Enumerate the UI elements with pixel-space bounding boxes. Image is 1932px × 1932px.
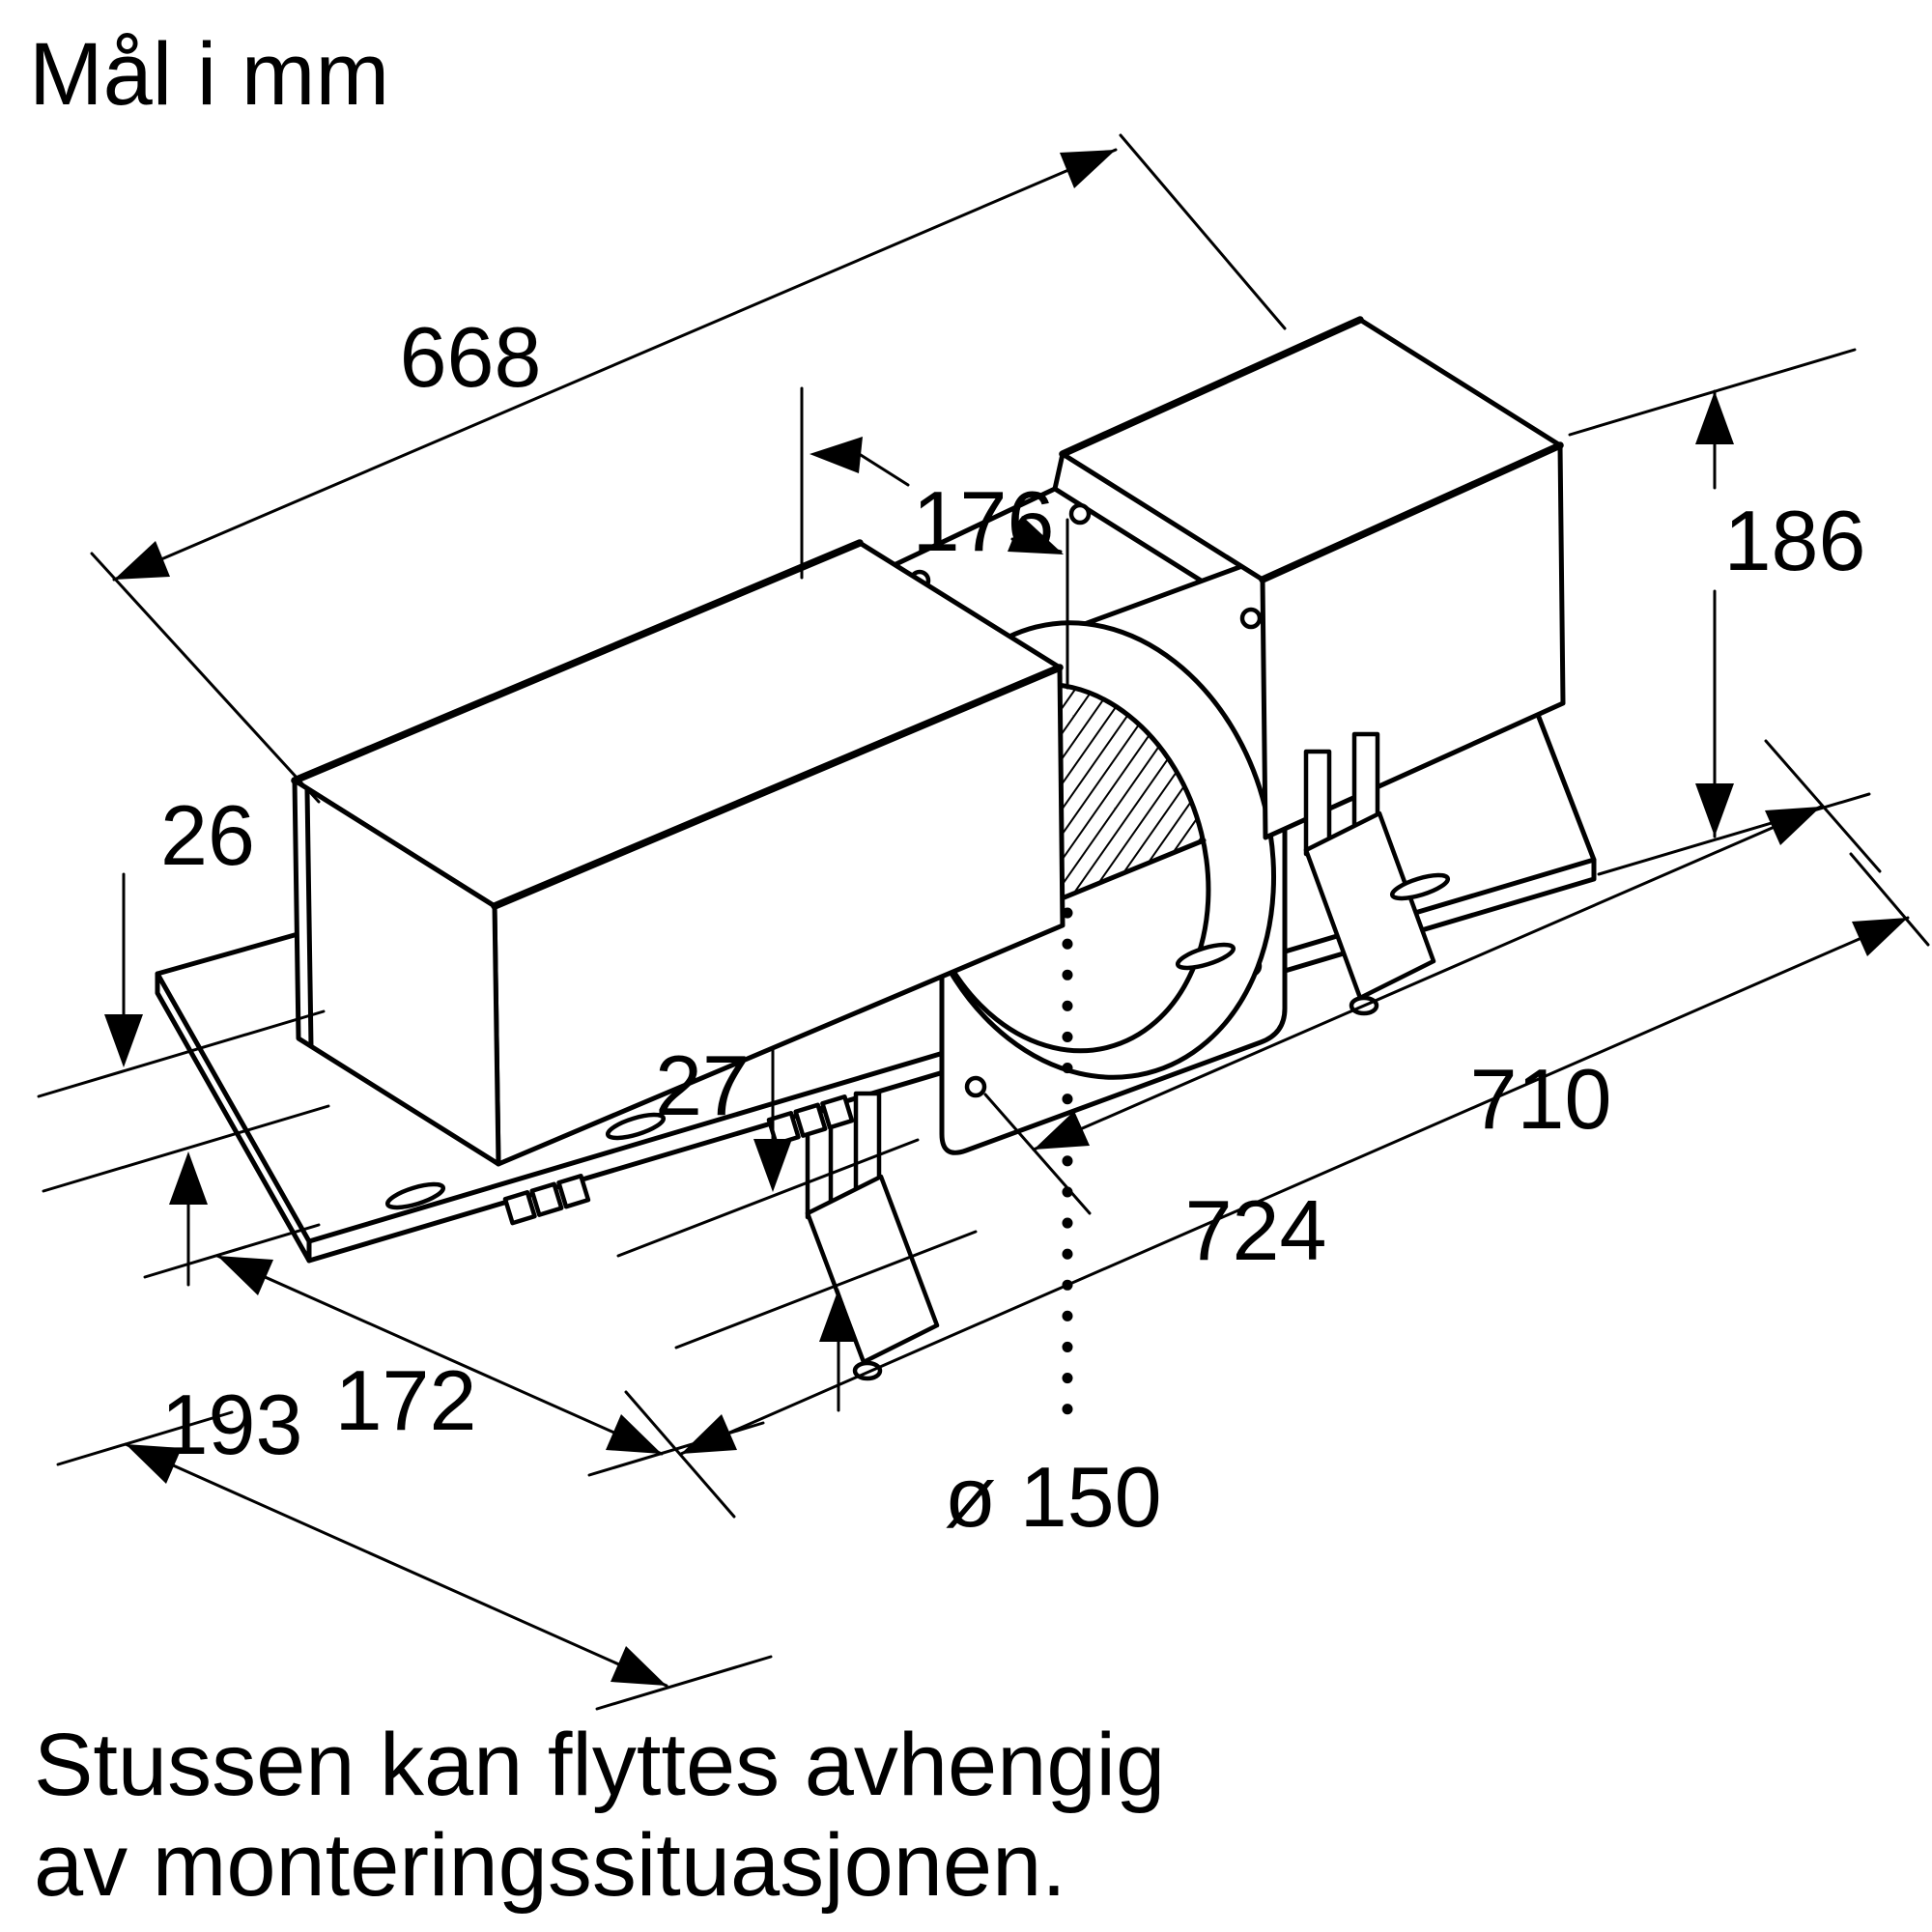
arrowhead <box>217 1256 273 1295</box>
right-box-front-top-edge <box>1259 441 1564 583</box>
left-box-front-top-edge <box>491 664 1064 910</box>
dimension-668: 668 <box>90 133 1287 804</box>
arrowhead <box>819 1289 858 1342</box>
dimension-176: 176 <box>800 386 1069 690</box>
extension-line <box>674 1230 978 1350</box>
extension-line <box>143 1223 321 1279</box>
arrowhead <box>753 1139 792 1192</box>
arrowhead <box>104 1014 143 1067</box>
extension-line <box>56 1410 234 1466</box>
arrowhead <box>1034 1111 1090 1150</box>
dimension-label: 172 <box>335 1352 477 1448</box>
extension-line <box>90 552 321 804</box>
plate-slot <box>1175 942 1236 971</box>
extension-line <box>983 1093 1092 1215</box>
arrowhead <box>611 1646 667 1686</box>
dimension-line <box>124 1442 668 1688</box>
arrowhead <box>126 1444 182 1484</box>
dimension-label: ø 150 <box>944 1449 1161 1545</box>
dimension-186: 186 <box>1568 348 1871 876</box>
fastener-clip <box>766 1094 855 1147</box>
panel-step-edge <box>1052 451 1065 492</box>
dimension-193: 193 <box>56 1377 773 1711</box>
arrowhead <box>1060 150 1116 188</box>
dimension-line <box>112 148 1118 582</box>
extension-line <box>1568 348 1857 437</box>
clip-blade <box>1303 810 1436 1001</box>
dimension-26: 26 <box>37 787 330 1287</box>
arrowhead <box>1852 918 1908 956</box>
extension-line <box>37 1009 326 1098</box>
extension-line <box>1764 739 1882 873</box>
screw-hole <box>1068 502 1092 526</box>
dimension-724: 724 <box>624 852 1930 1519</box>
screw-hole <box>1239 607 1263 630</box>
dimension-duct-diameter: ø 150 <box>944 1449 1161 1545</box>
dimension-label: 193 <box>161 1377 303 1472</box>
plate-details <box>384 872 1451 1226</box>
right-box-back-edge <box>1059 316 1364 458</box>
drawing-title: Mål i mm <box>29 25 389 124</box>
arrowhead <box>114 541 170 580</box>
dimension-line <box>215 1254 664 1456</box>
plate-slot <box>384 1181 446 1210</box>
caption-line-1: Stussen kan flyttes avhengig <box>34 1716 1165 1814</box>
left-box-back-edge <box>291 539 864 784</box>
dimension-label: 668 <box>400 309 542 405</box>
extension-line <box>1849 852 1930 947</box>
dimension-label: 176 <box>913 473 1055 569</box>
dimension-line <box>679 916 1910 1456</box>
arrowhead <box>606 1414 662 1454</box>
extension-line <box>1119 133 1287 330</box>
plate-slot <box>1389 872 1451 901</box>
extension-line <box>587 1421 765 1477</box>
caption: Stussen kan flyttes avhengig av monterin… <box>34 1716 1165 1915</box>
screw-hole <box>964 1075 987 1098</box>
plate-slot <box>605 1112 667 1141</box>
arrowhead <box>1008 516 1064 554</box>
extension-line <box>42 1104 330 1193</box>
arrowhead <box>810 437 863 473</box>
arrowhead <box>1765 807 1821 845</box>
left-box <box>291 539 1065 1167</box>
dimension-27: 27 <box>616 1037 978 1412</box>
dimension-label: 186 <box>1724 493 1866 588</box>
extension-line <box>595 1655 773 1711</box>
dimension-label: 26 <box>160 787 255 883</box>
dimension-line <box>1032 805 1823 1151</box>
right-box <box>1059 316 1566 1016</box>
caption-line-2: av monteringssituasjonen. <box>34 1816 1066 1915</box>
arrowhead <box>1695 391 1734 444</box>
extension-line <box>616 1138 920 1258</box>
dimension-label: 724 <box>1185 1182 1327 1278</box>
dimension-label: 27 <box>655 1037 750 1133</box>
arrowhead <box>169 1151 208 1205</box>
arrowhead <box>1695 783 1734 837</box>
fastener-clip <box>502 1174 591 1226</box>
left-box-end-face <box>292 778 501 1167</box>
dimension-172: 172 <box>143 1223 765 1477</box>
leader-line <box>859 453 910 487</box>
left-box-panel-edge <box>304 787 314 1049</box>
